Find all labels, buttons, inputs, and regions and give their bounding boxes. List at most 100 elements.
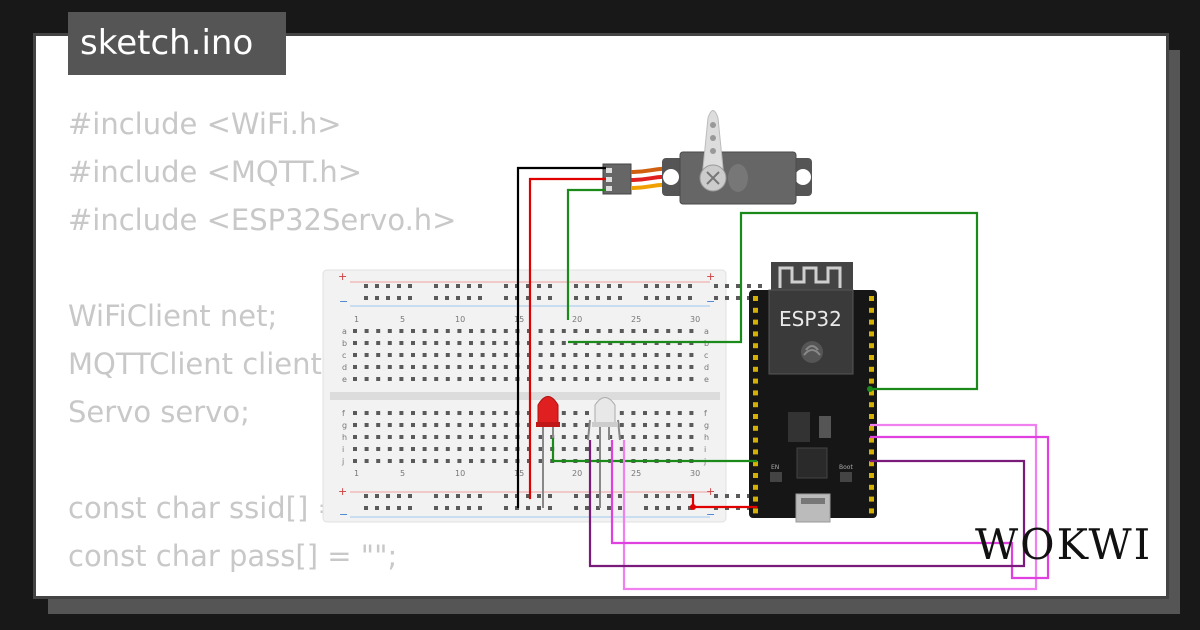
wire-green-servo-signal [566,188,606,320]
rail-minus-label: − [706,295,715,308]
rail-plus-label: + [706,485,715,498]
breadboard-hole [480,353,485,357]
breadboard-hole [677,435,682,439]
esp32-pin [869,461,874,467]
breadboard-hole [714,296,718,300]
breadboard-hole [689,377,694,381]
rail-plus-label: + [338,485,347,498]
breadboard-hole [503,435,508,439]
breadboard-hole [387,435,392,439]
breadboard-hole [526,296,530,300]
row-letter: d [704,363,709,372]
column-number: 25 [631,315,641,324]
breadboard-hole [469,353,473,357]
row-letter: i [704,445,706,454]
breadboard[interactable]: + + + + − − − − 1 5 10 15 20 25 30 1 5 1… [322,269,762,523]
breadboard-hole [457,329,462,333]
breadboard-hole [574,494,578,498]
breadboard-hole [548,284,552,288]
esp32-pin [753,319,758,325]
breadboard-hole [608,435,613,439]
breadboard-hole [445,341,450,345]
breadboard-hole [666,435,671,439]
breadboard-hole [644,296,648,300]
wire-purple-1 [588,440,1026,568]
breadboard-hole [503,365,508,369]
wokwi-logo: WOKWI [975,520,1153,569]
breadboard-hole [573,423,578,427]
breadboard-hole [469,435,473,439]
breadboard-hole [478,506,482,510]
breadboard-hole [654,329,659,333]
esp32-board[interactable]: ESP32 EN Boot [749,262,877,523]
breadboard-hole [399,341,404,345]
breadboard-hole [457,423,462,427]
esp32-pin [753,307,758,313]
breadboard-hole [397,494,401,498]
led-red[interactable] [536,396,560,509]
breadboard-hole [736,284,740,288]
breadboard-hole [492,377,497,381]
breadboard-hole [422,377,427,381]
code-line: MQTTClient client [68,347,322,381]
breadboard-hole [387,377,392,381]
breadboard-hole [376,459,381,463]
breadboard-hole [492,435,497,439]
breadboard-hole [457,365,462,369]
breadboard-hole [596,447,601,451]
breadboard-hole [503,423,508,427]
breadboard-hole [631,353,636,357]
esp32-pin [869,331,874,337]
breadboard-hole [561,341,566,345]
breadboard-hole [375,506,379,510]
breadboard-hole [376,353,381,357]
rail-minus-label: − [339,295,348,308]
breadboard-hole [538,329,543,333]
breadboard-hole [654,411,659,415]
breadboard-hole [585,411,589,415]
breadboard-hole [504,284,508,288]
breadboard-hole [434,459,439,463]
breadboard-hole [480,329,485,333]
breadboard-hole [422,365,427,369]
led-white[interactable] [587,397,621,509]
breadboard-hole [411,353,415,357]
breadboard-hole [596,506,600,510]
breadboard-hole [399,411,404,415]
breadboard-hole [504,494,508,498]
servo-motor[interactable] [602,110,812,205]
esp32-pin [753,425,758,431]
breadboard-hole [376,329,381,333]
breadboard-hole [631,377,636,381]
breadboard-hole [422,329,427,333]
breadboard-hole [666,284,670,288]
breadboard-hole [387,423,392,427]
breadboard-hole [666,353,671,357]
breadboard-hole [596,296,600,300]
breadboard-hole [654,435,659,439]
breadboard-hole [585,365,589,369]
column-number: 1 [354,315,359,324]
filename-tab[interactable]: sketch.ino [68,12,286,75]
breadboard-hole [538,377,543,381]
breadboard-hole [550,341,555,345]
code-line: WiFiClient net; [68,299,278,333]
breadboard-hole [399,377,404,381]
breadboard-hole [688,506,692,510]
breadboard-hole [608,329,613,333]
breadboard-hole [677,411,682,415]
breadboard-hole [492,411,497,415]
breadboard-hole [538,365,543,369]
breadboard-hole [607,494,611,498]
breadboard-hole [677,447,682,451]
en-button-label: EN [771,464,779,471]
breadboard-hole [492,447,497,451]
breadboard-hole [596,435,601,439]
esp32-pin [753,414,758,419]
esp32-pin [753,449,758,455]
wire-pink-1 [622,423,1038,591]
breadboard-hole [677,423,682,427]
breadboard-hole [478,296,482,300]
breadboard-hole [445,377,450,381]
breadboard-hole [399,329,404,333]
